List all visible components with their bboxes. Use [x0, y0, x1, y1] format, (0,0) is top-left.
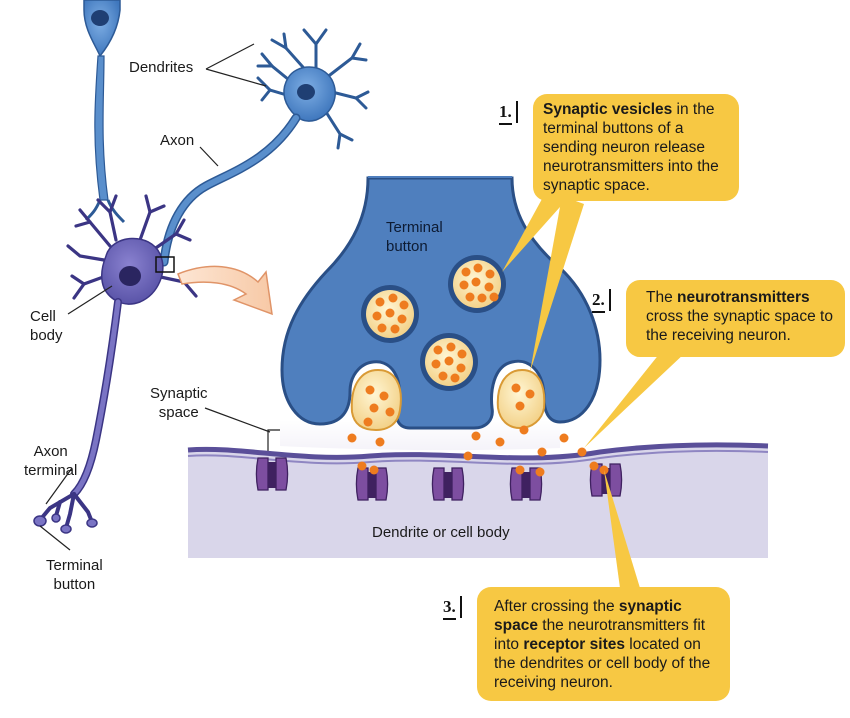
step-1-number-tick	[515, 101, 518, 123]
terminal-button-knob	[33, 515, 47, 527]
step-3-number: 3.	[443, 596, 462, 620]
main-axon	[70, 298, 122, 498]
docked-vesicle	[496, 368, 546, 430]
label-axon-terminal-line2: terminal	[24, 462, 78, 479]
callout-1-text: in the terminal buttons of a sending neu…	[543, 101, 719, 194]
step-2-number-underline	[592, 311, 605, 313]
callout-pointers	[502, 188, 686, 588]
label-axon: Axon	[160, 132, 195, 149]
label-synaptic-space-line2: space	[158, 404, 199, 421]
callout-step-2: The neurotransmitters cross the synaptic…	[626, 280, 845, 357]
callout-3-text-b: located on the dendrites or cell body of…	[494, 636, 711, 691]
callout-step-1: Synaptic vesicles in the terminal button…	[533, 94, 739, 201]
callout-1-bold: Synaptic vesicles	[543, 101, 673, 118]
step-3-number-tick	[459, 596, 462, 618]
callout-3-text-a: the neurotransmitters fit into	[494, 617, 706, 653]
callout-3-bold-b: receptor sites	[523, 636, 625, 653]
receptor	[431, 467, 465, 501]
label-cell-body-line1: Cell	[30, 308, 56, 325]
step-1-number: 1.	[499, 101, 518, 125]
label-axon-terminal: Axon terminal	[24, 442, 77, 480]
label-cell-body: Cell body	[30, 307, 63, 345]
label-synaptic-space-line1: Synaptic	[150, 385, 208, 402]
receiving-dendrite	[187, 420, 769, 558]
label-terminal-button-main: Terminal button	[386, 218, 443, 256]
step-1-number-text: 1.	[499, 102, 512, 121]
callout-3-lead: After crossing the	[494, 598, 619, 615]
label-axon-terminal-line1: Axon	[33, 443, 68, 460]
callout-step-3: After crossing the synaptic space the ne…	[477, 587, 730, 701]
label-terminal-button-main-line2: button	[386, 238, 428, 255]
callout-2-text: cross the synaptic space to the receivin…	[646, 308, 833, 344]
callout-2-bold: neurotransmitters	[677, 289, 810, 306]
label-terminal-button-left-line1: Terminal	[46, 557, 103, 574]
axon-terminal-branches	[38, 492, 94, 530]
neuron-illustration	[33, 0, 370, 534]
neurotransmitter-molecules	[347, 263, 609, 477]
step-2-number: 2.	[592, 289, 611, 313]
docked-vesicle	[350, 368, 402, 432]
magnify-box	[155, 256, 175, 273]
label-dendrites: Dendrites	[129, 59, 194, 76]
label-cell-body-line2: body	[30, 327, 63, 344]
label-terminal-button-main-line1: Terminal	[386, 219, 443, 236]
zoom-arrow-icon	[177, 265, 273, 316]
step-3-number-text: 3.	[443, 597, 456, 616]
receptor	[355, 467, 389, 501]
label-terminal-button-left-line2: button	[53, 576, 96, 593]
label-synaptic-space: Synaptic space	[150, 384, 208, 422]
label-terminal-button-left: Terminal button	[46, 556, 103, 594]
upper-axon	[94, 55, 109, 201]
upper-cell-body	[83, 0, 121, 58]
callout-2-lead: The	[646, 289, 678, 306]
step-2-number-text: 2.	[592, 290, 605, 309]
step-3-number-underline	[443, 618, 456, 620]
step-2-number-tick	[608, 289, 611, 311]
callout-3-bold-a: synaptic space	[494, 598, 682, 634]
upper-right-neuron	[256, 28, 370, 150]
label-dendrite-or-cell-body: Dendrite or cell body	[372, 524, 510, 541]
receptor	[255, 457, 289, 491]
step-1-number-underline	[499, 123, 512, 125]
